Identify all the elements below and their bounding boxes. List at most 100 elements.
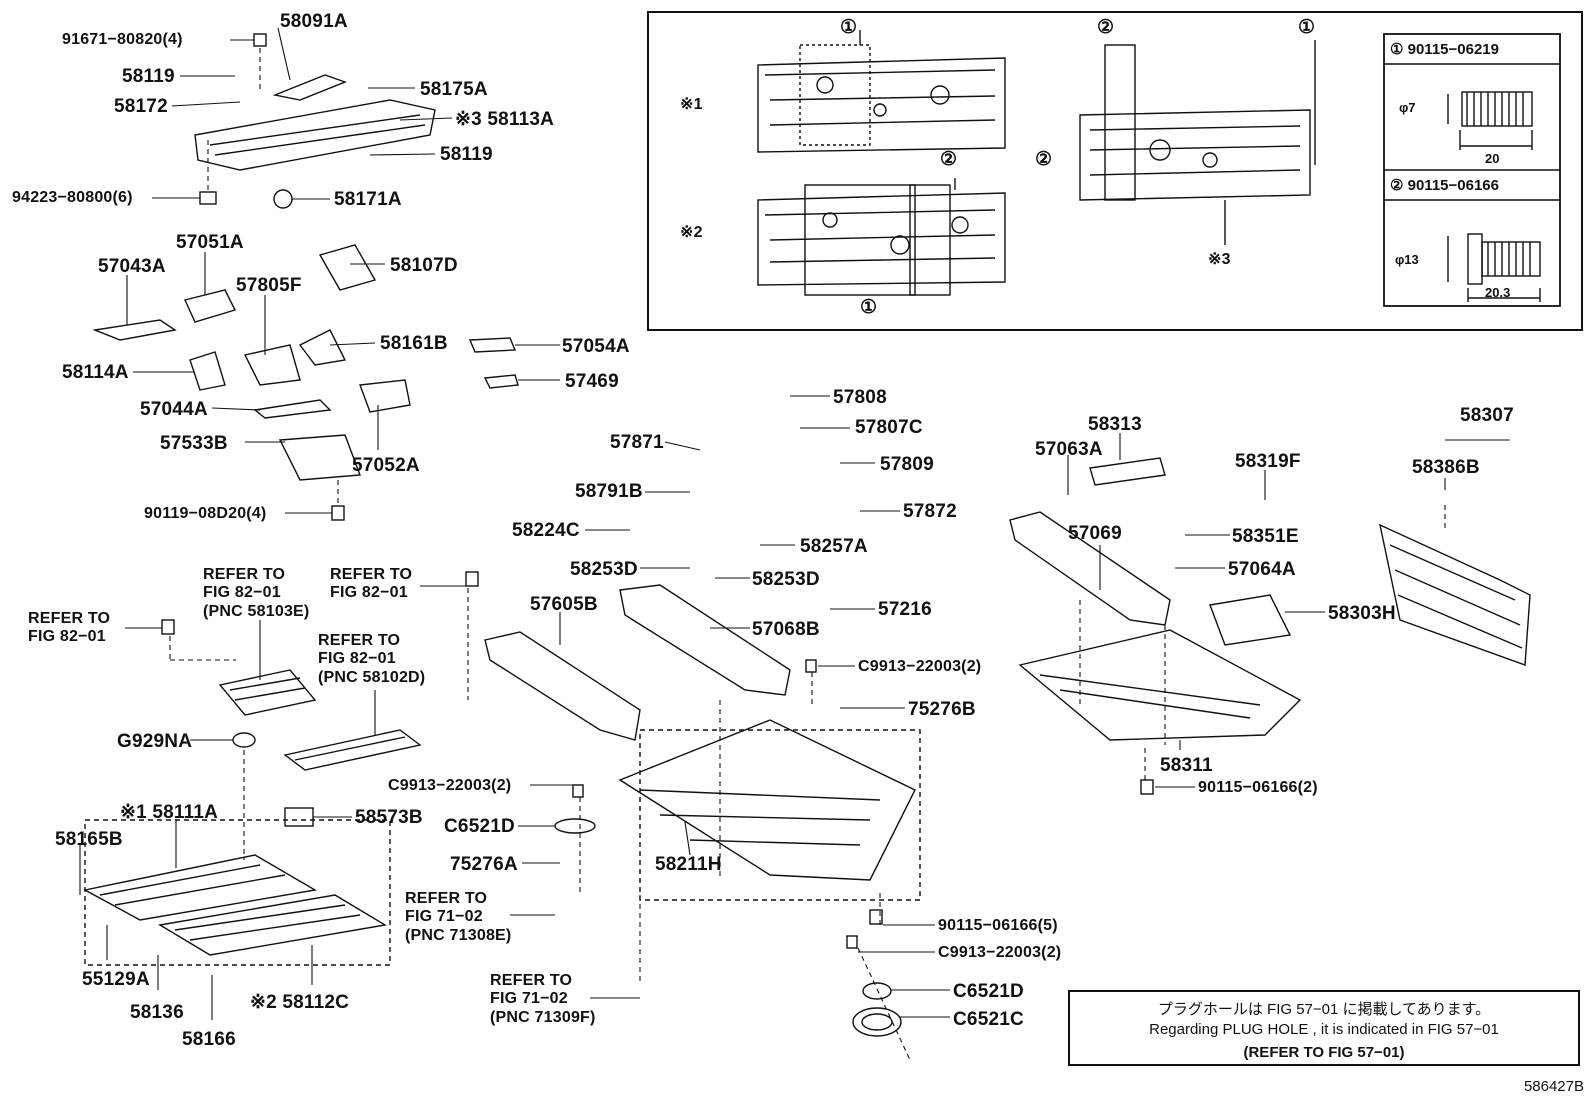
part-58161b-shape [298,329,347,366]
note-line-jp: プラグホールは FIG 57−01 に掲載してあります。 [1157,1001,1491,1018]
panel-dashed-frame [84,819,391,966]
label-58112c: ※2 58112C [250,992,350,1013]
bolt-90119-shape [331,505,345,521]
part-58307-shape [1379,523,1531,666]
label-c9913-c: C9913−22003(2) [938,944,1062,961]
label-58107d: 58107D [390,255,458,276]
label-90115-b: 90115−06166(5) [938,917,1058,934]
label-58175a: 58175A [420,79,488,100]
part-58113a-shape [194,99,436,171]
part-94223-shape [199,191,217,205]
label-58091a: 58091A [280,11,348,32]
part-58211h-dashed [639,729,921,901]
label-c9913-a: C9913−22003(2) [858,658,982,675]
inset-panel-1 [757,30,1006,153]
label-57068b: 57068B [752,619,820,640]
part-58313-shape [1089,457,1166,486]
bolt-c9913-a [805,659,817,673]
label-57807c: 57807C [855,417,923,438]
part-58103e-panel [218,669,317,716]
inset-panel-3 [1079,40,1316,245]
part-58111a-panel [82,854,318,921]
part-c6521d-b-shape [862,982,892,1000]
inset-marker-2b: ② [1097,17,1115,38]
part-57044a-shape [253,399,332,419]
label-58119-top: 58119 [122,66,175,87]
label-57533b: 57533B [160,433,228,454]
label-58165b: 58165B [55,829,123,850]
bolt-2-drawing [1447,233,1541,302]
inset-marker-2c: ② [1035,149,1053,170]
label-58253d-b: 58253D [752,569,820,590]
bolt-2-len: 20.3 [1485,285,1511,300]
label-57051a: 57051A [176,232,244,253]
bolt-ref-a [161,619,175,635]
label-58211h: 58211H [655,854,722,875]
bolt-1-len: 20 [1485,151,1500,166]
bolt-1-dia: φ7 [1399,100,1416,115]
label-58257a: 58257A [800,536,868,557]
label-c6521d-b: C6521D [953,981,1024,1002]
bolt-c9913-b [572,784,584,798]
label-57805f: 57805F [236,275,302,296]
label-75276b: 75276B [908,699,976,720]
label-58386b: 58386B [1412,457,1480,478]
bolt-2-dia: φ13 [1395,252,1419,267]
label-58114a: 58114A [62,362,129,383]
label-g929na: G929NA [117,731,193,752]
label-57809: 57809 [880,454,934,475]
part-57068b-shape [619,584,791,696]
inset-marker-2a: ② [940,149,958,170]
refer-71309f: REFER TO FIG 71−02 (PNC 71309F) [490,972,596,1026]
part-58112c-panel [158,894,387,956]
inset-marker-1a: ① [840,17,858,38]
part-58114a-shape [189,351,226,391]
label-58303h: 58303H [1328,603,1396,624]
label-57872: 57872 [903,501,957,522]
label-57054a: 57054A [562,336,630,357]
part-58303h-shape [1209,594,1292,646]
label-57052a: 57052A [352,455,420,476]
part-57469-shape [483,374,519,389]
label-57063a: 57063A [1035,439,1103,460]
label-c9913-b: C9913−22003(2) [388,777,512,794]
part-58171a-shape [273,189,293,209]
part-57051a-shape [184,289,236,323]
refer-fig82-b: REFER TO FIG 82−01 [28,610,111,646]
label-58111a: ※1 58111A [120,802,219,823]
label-57605b: 57605B [530,594,598,615]
part-57043a-shape [92,319,177,341]
label-58791b: 58791B [575,481,643,502]
label-58313: 58313 [1088,414,1142,435]
label-58166: 58166 [182,1029,236,1050]
label-91671: 91671−80820(4) [62,31,183,48]
label-57216: 57216 [878,599,932,620]
part-58107d-shape [318,244,377,291]
refer-58103e: REFER TO FIG 82−01 (PNC 58103E) [203,566,310,620]
label-57043a: 57043A [98,256,166,277]
label-58161b: 58161B [380,333,448,354]
label-57069: 57069 [1068,523,1122,544]
label-75276a: 75276A [450,854,518,875]
inset-marker-1c: ① [1298,17,1316,38]
label-58136: 58136 [130,1002,184,1023]
label-58224c: 58224C [512,520,580,541]
label-58171a: 58171A [334,189,402,210]
bolt-91671-shape [253,33,267,47]
part-c6521c-shape [852,1007,902,1037]
label-c6521c: C6521C [953,1009,1024,1030]
part-58091a-shape [272,74,347,101]
note-line-ref: (REFER TO FIG 57−01) [1243,1044,1405,1061]
label-58253d-a: 58253D [570,559,638,580]
part-58211h-shape [618,719,916,881]
part-57052a-shape [359,379,411,413]
label-58307: 58307 [1460,405,1514,426]
part-57605b-shape [484,631,641,741]
inset-kome2: ※2 [680,224,703,241]
part-g929na-shape [232,732,256,748]
label-57808: 57808 [833,387,887,408]
inset-marker-1b: ① [860,297,878,318]
inset-panel-2 [757,178,1006,296]
